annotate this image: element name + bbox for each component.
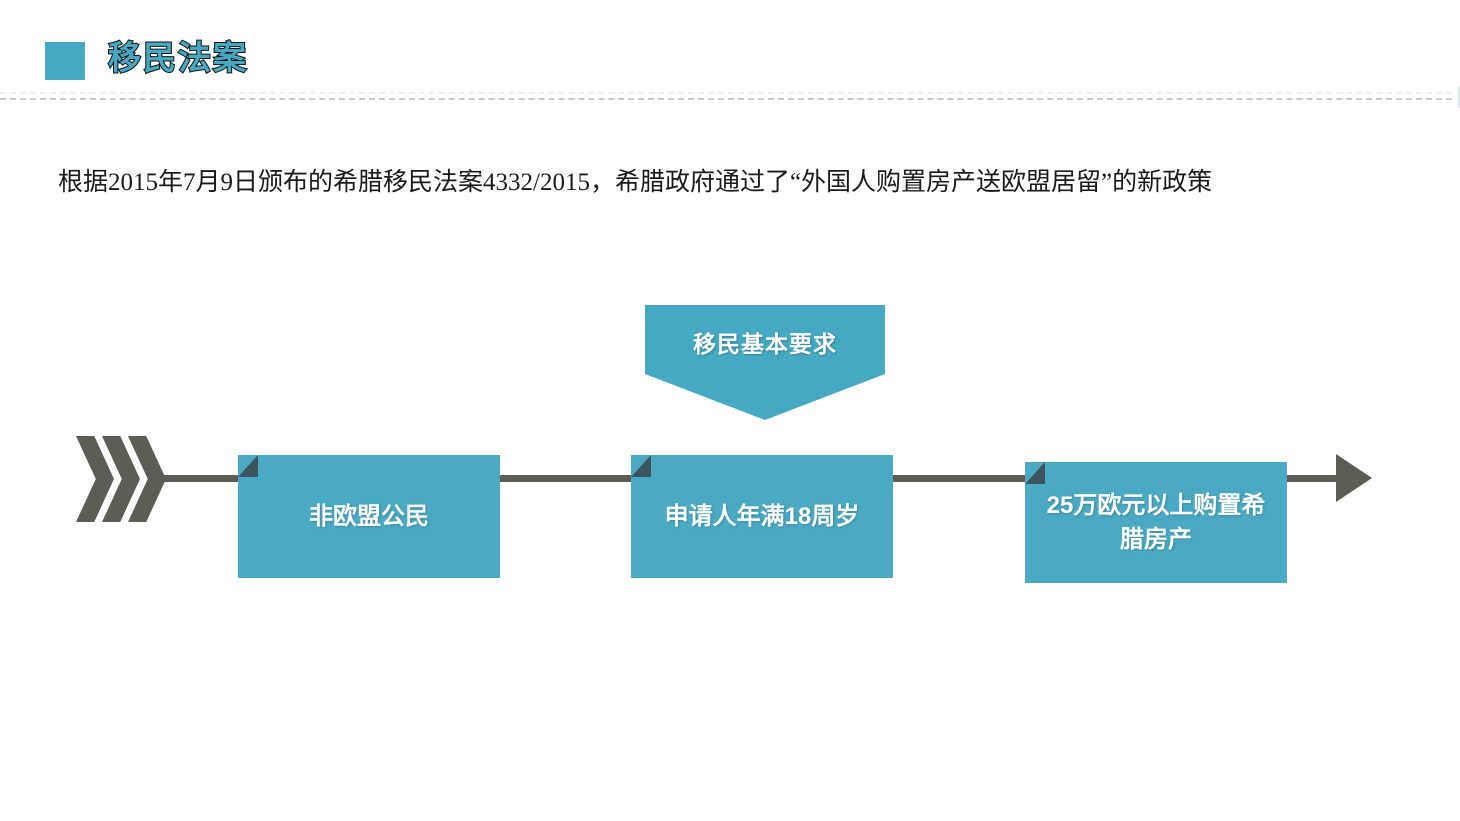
- header-divider: [0, 98, 1452, 100]
- flow-step-label: 申请人年满18周岁: [664, 502, 860, 530]
- flow-step-box[interactable]: 申请人年满18周岁: [631, 455, 893, 578]
- page-header: 移民法案: [0, 0, 1460, 108]
- flow-diagram: 非欧盟公民 申请人年满18周岁 25万欧元以上购置希腊房产 移民基本要求: [0, 290, 1460, 610]
- callout-banner: 移民基本要求: [645, 305, 885, 420]
- flow-connector-line: [1283, 475, 1345, 482]
- callout-pentagon-shape: [645, 305, 885, 420]
- arrow-tail-chevrons-icon: [76, 436, 166, 522]
- intro-paragraph: 根据2015年7月9日颁布的希腊移民法案4332/2015，希腊政府通过了“外国…: [58, 169, 1213, 196]
- flow-step-box[interactable]: 非欧盟公民: [238, 455, 500, 578]
- flow-connector-line: [495, 475, 640, 482]
- page-title: 移民法案: [107, 38, 248, 77]
- header-accent-square: [45, 42, 85, 80]
- header-divider-shadow: [0, 92, 1452, 94]
- flow-step-label: 25万欧元以上购置希腊房产: [1046, 491, 1266, 553]
- flow-step-label: 非欧盟公民: [309, 502, 429, 530]
- arrow-head-icon: [1336, 454, 1372, 502]
- flow-step-box[interactable]: 25万欧元以上购置希腊房产: [1025, 462, 1287, 583]
- callout-label: 移民基本要求: [693, 331, 837, 357]
- right-edge-marker: [1458, 86, 1460, 108]
- flow-connector-line: [150, 475, 245, 482]
- flow-connector-line: [888, 475, 1033, 482]
